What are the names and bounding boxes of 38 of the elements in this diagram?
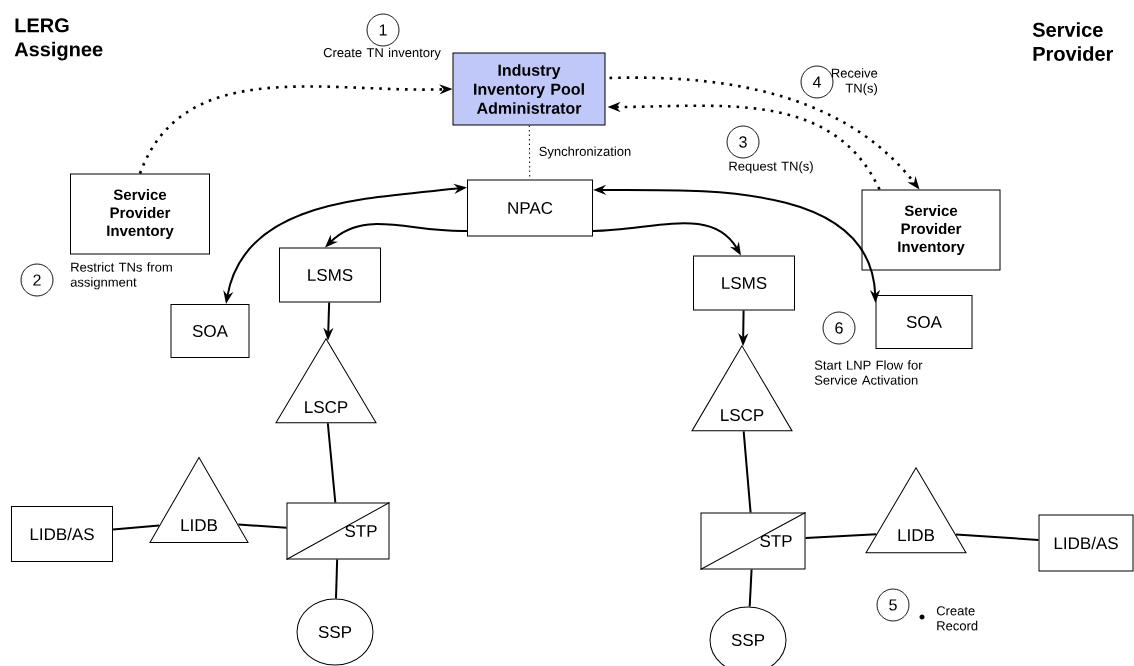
stp-box: STP (286, 502, 390, 560)
element-triangle: LIDB (865, 467, 967, 554)
stp-box: STP (700, 512, 806, 570)
step-number: 5 (876, 588, 910, 622)
element-box: LIDB/AS (1038, 514, 1134, 572)
connector-line (335, 558, 339, 600)
connector-line (742, 430, 752, 514)
connector-line (112, 524, 161, 531)
step-note: Create TN inventory (323, 47, 441, 60)
side-heading: LERG Assignee (14, 18, 103, 61)
inventory-box: Service Provider Inventory (861, 189, 1001, 271)
inventory-box: Service Provider Inventory (70, 173, 210, 255)
connector-line (748, 568, 753, 608)
step-number: 6 (822, 311, 856, 345)
element-triangle: LSCP (275, 338, 377, 424)
element-box: LSMS (693, 255, 795, 311)
element-box: LIDB/AS (11, 506, 113, 562)
element-box: NPAC (467, 179, 593, 237)
element-box: LSMS (279, 247, 381, 303)
edge-label: Synchronization (539, 146, 631, 159)
connector-line (804, 533, 878, 540)
step-number: 2 (20, 263, 54, 297)
step-number: 3 (726, 125, 760, 159)
side-heading: Service Provider (1032, 22, 1114, 61)
connector-line (237, 523, 288, 529)
step-note: Request TN(s) (729, 161, 813, 174)
connector-line (954, 533, 1040, 541)
step-number: 1 (366, 13, 400, 47)
step-note: Receive TN(s) (831, 68, 878, 96)
connector-line (326, 422, 337, 504)
step-note: Create Record (936, 606, 978, 631)
element-box: SOA (875, 295, 973, 349)
element-triangle: LSCP (691, 345, 793, 432)
step-note: Restrict TNs from assignment (70, 262, 172, 290)
element-box: SOA (170, 304, 250, 358)
element-triangle: LIDB (149, 456, 249, 543)
administrator-box: Industry Inventory Pool Administrator (452, 52, 606, 126)
step-note: Start LNP Flow for Service Activation (814, 360, 923, 385)
